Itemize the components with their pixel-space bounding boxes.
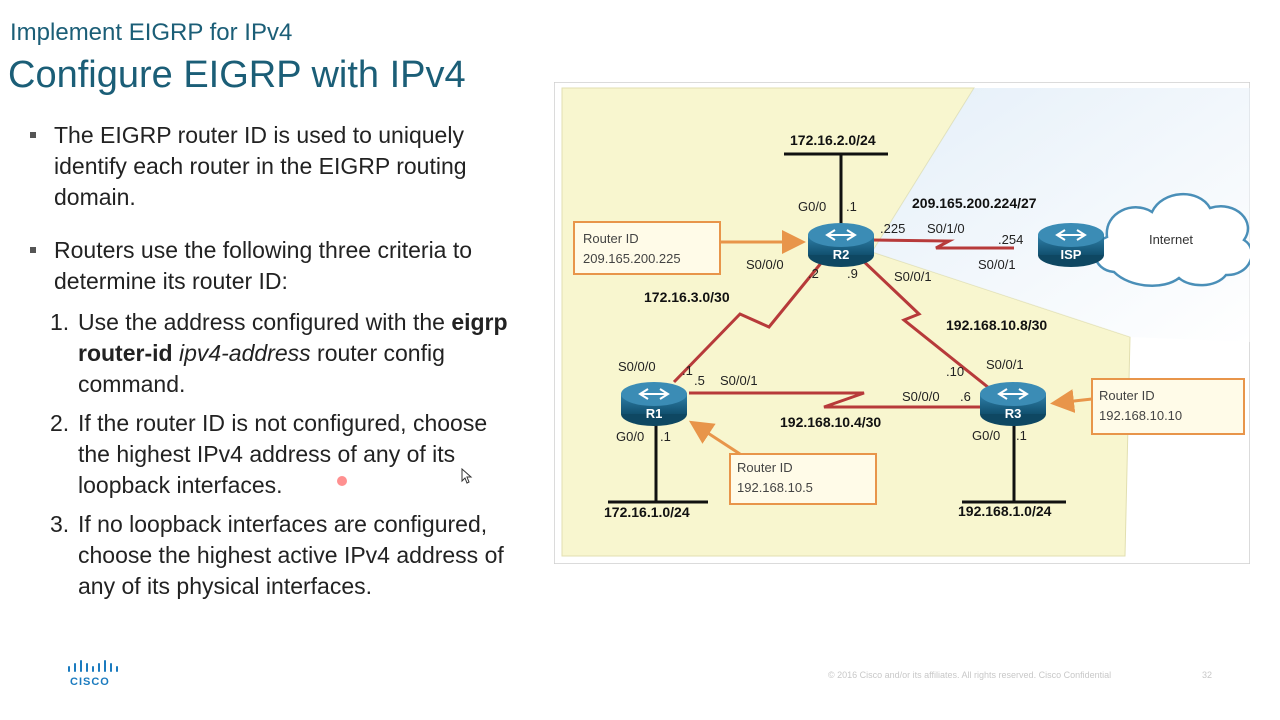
network-label: 209.165.200.224/27 <box>912 195 1037 211</box>
interface-label: G0/0 <box>972 428 1000 443</box>
bullet-text: Routers use the following three criteria… <box>54 237 473 294</box>
mouse-cursor-icon <box>461 468 473 484</box>
network-label: 172.16.2.0/24 <box>790 132 876 148</box>
interface-address: .5 <box>694 373 705 388</box>
bullet-mark <box>30 247 36 253</box>
callout-value: 209.165.200.225 <box>583 251 681 266</box>
serial-link-r2-isp <box>871 238 1014 250</box>
callout-label: Router ID <box>737 460 793 475</box>
internet-cloud: Internet <box>1093 193 1250 287</box>
interface-address: .1 <box>682 363 693 378</box>
criteria-number: 3. <box>50 511 70 537</box>
router-isp[interactable]: ISP <box>1038 223 1104 267</box>
interface-label: S0/0/1 <box>986 357 1024 372</box>
callout-label: Router ID <box>583 231 639 246</box>
criteria-text: Use the address configured with the <box>78 309 452 335</box>
criteria-item: 1. Use the address configured with the e… <box>30 307 510 400</box>
interface-address: .1 <box>660 429 671 444</box>
interface-address: .6 <box>960 389 971 404</box>
interface-label: G0/0 <box>798 199 826 214</box>
interface-address: .9 <box>847 266 858 281</box>
callout-value: 192.168.10.5 <box>737 480 813 495</box>
router-label: ISP <box>1061 247 1082 262</box>
criteria-text: router config command. <box>78 340 445 397</box>
serial-link-r2-r3 <box>857 255 995 394</box>
bullet-mark <box>30 132 36 138</box>
interface-label: S0/1/0 <box>927 221 965 236</box>
interface-label: S0/0/0 <box>746 257 784 272</box>
slide-subtitle: Implement EIGRP for IPv4 <box>10 19 293 46</box>
router-label: R1 <box>646 406 663 421</box>
callout-label: Router ID <box>1099 388 1155 403</box>
network-label: 172.16.1.0/24 <box>604 504 690 520</box>
interface-label: S0/0/0 <box>902 389 940 404</box>
interface-label: S0/0/0 <box>618 359 656 374</box>
bullet-item: The EIGRP router ID is used to uniquely … <box>30 120 510 213</box>
interface-address: .10 <box>946 364 964 379</box>
criteria-item: 2. If the router ID is not configured, c… <box>30 408 510 501</box>
interface-address: .1 <box>1016 428 1027 443</box>
command-argument: ipv4-address <box>172 340 311 366</box>
network-label: 192.168.10.4/30 <box>780 414 881 430</box>
criteria-text: If the router ID is not configured, choo… <box>78 410 488 498</box>
pointer-highlight-icon <box>337 476 347 486</box>
criteria-number: 2. <box>50 410 70 436</box>
bullet-text: The EIGRP router ID is used to uniquely … <box>54 122 467 210</box>
footer-copyright: © 2016 Cisco and/or its affiliates. All … <box>828 670 1112 680</box>
criteria-text: If no loopback interfaces are configured… <box>78 511 504 599</box>
router-label: R3 <box>1005 406 1022 421</box>
interface-label: S0/0/1 <box>894 269 932 284</box>
router-r2[interactable]: R2 <box>808 223 874 267</box>
interface-label: G0/0 <box>616 429 644 444</box>
criteria-number: 1. <box>50 309 70 335</box>
network-label: 192.168.10.8/30 <box>946 317 1047 333</box>
serial-link-r1-r3 <box>689 391 986 409</box>
router-r3[interactable]: R3 <box>980 382 1046 426</box>
page-number: 32 <box>1202 670 1213 680</box>
command-keyword: eigrp router-id <box>78 309 508 366</box>
network-label: 192.168.1.0/24 <box>958 503 1052 519</box>
slide-title: Configure EIGRP with IPv4 <box>8 54 466 96</box>
cisco-logo-icon <box>68 660 118 672</box>
interface-label: S0/0/1 <box>978 257 1016 272</box>
interface-address: .225 <box>880 221 905 236</box>
callout-r2-router-id: Router ID 209.165.200.225 <box>573 221 806 275</box>
router-label: R2 <box>833 247 850 262</box>
interface-label: S0/0/1 <box>720 373 758 388</box>
network-label: 172.16.3.0/30 <box>644 289 730 305</box>
callout-r1-router-id: Router ID 192.168.10.5 <box>688 420 877 505</box>
serial-link-r1-r2 <box>672 256 828 384</box>
callout-value: 192.168.10.10 <box>1099 408 1182 423</box>
interface-address: .2 <box>808 266 819 281</box>
interface-address: .1 <box>846 199 857 214</box>
slide-body: The EIGRP router ID is used to uniquely … <box>30 120 510 610</box>
interface-address: .254 <box>998 232 1023 247</box>
callout-r3-router-id: Router ID 192.168.10.10 <box>1050 378 1245 435</box>
router-r1[interactable]: R1 <box>621 382 687 426</box>
criteria-item: 3. If no loopback interfaces are configu… <box>30 509 510 602</box>
cloud-label: Internet <box>1149 232 1193 247</box>
topology-diagram: Internet R2 ISP R1 R3 172.16.2.0/24 209.… <box>554 82 1250 564</box>
bullet-item: Routers use the following three criteria… <box>30 235 510 297</box>
cisco-logo-text: CISCO <box>70 676 110 688</box>
